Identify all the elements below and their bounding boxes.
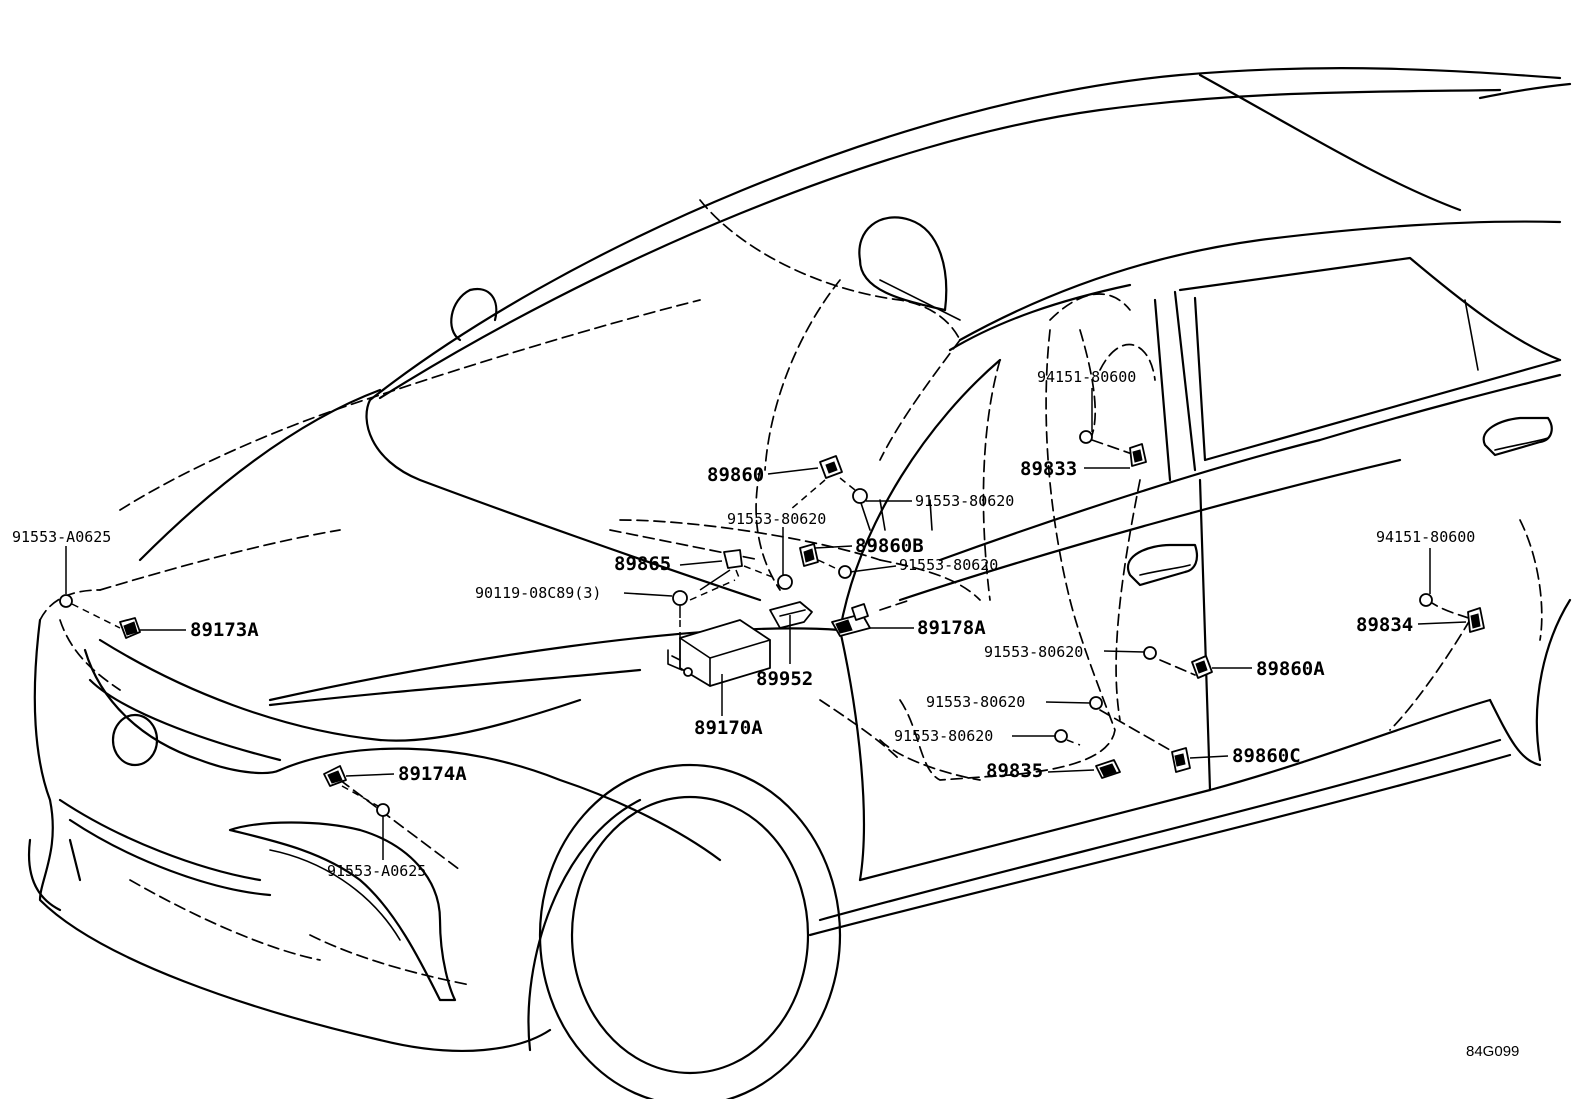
nut-icon <box>1419 593 1433 607</box>
label-94151-80600-a: 94151-80600 <box>1037 368 1136 386</box>
label-89174A: 89174A <box>398 763 467 785</box>
car-body-outline <box>27 67 1572 1099</box>
front-impact-sensor-89174A-icon <box>323 765 390 817</box>
label-91553-80620-center2: 91553-80620 <box>915 492 1014 510</box>
nut-icon <box>1079 430 1093 444</box>
label-89860A: 89860A <box>1256 658 1325 680</box>
diagram-reference-code: 84G099 <box>1466 1043 1519 1060</box>
label-89860B: 89860B <box>855 535 924 557</box>
airbag-ecu-89170A-icon <box>667 619 771 687</box>
label-94151-80600-b: 94151-80600 <box>1376 528 1475 546</box>
parts <box>59 430 1485 817</box>
label-91553-80620-right3: 91553-80620 <box>894 727 993 745</box>
sensor-89835-icon <box>1095 759 1121 779</box>
sensor-89860A-icon <box>1143 646 1213 679</box>
label-89170A: 89170A <box>694 717 763 739</box>
hidden-lines <box>39 199 1543 986</box>
label-89834: 89834 <box>1356 614 1413 636</box>
bolt-90119-icon <box>672 569 736 640</box>
sensor-89178A-icon <box>831 603 871 637</box>
label-91553-80620-right1: 91553-80620 <box>984 643 1083 661</box>
label-89835: 89835 <box>986 760 1043 782</box>
sensor-89860B-icon <box>799 543 852 579</box>
sensor-89833-icon <box>1129 443 1147 467</box>
bolt-icon <box>1089 696 1103 710</box>
label-89173A: 89173A <box>190 619 259 641</box>
sensor-89834-icon <box>1467 607 1485 633</box>
label-89860: 89860 <box>707 464 764 486</box>
sensor-89860-icon <box>789 455 868 511</box>
label-89178A: 89178A <box>917 617 986 639</box>
label-89860C: 89860C <box>1232 745 1301 767</box>
part-labels: 91553-A0625 89173A 90119-08C89(3) 89865 … <box>12 368 1475 880</box>
label-91553-A0625-left: 91553-A0625 <box>12 528 111 546</box>
bolt-icon <box>1054 729 1081 746</box>
label-91553-80620-center1: 91553-80620 <box>727 510 826 528</box>
sensor-89865-icon <box>723 549 793 590</box>
label-89865: 89865 <box>614 553 671 575</box>
label-90119-08C89: 90119-08C89(3) <box>475 584 601 602</box>
sensor-89860C-icon <box>1171 747 1191 773</box>
label-91553-80620-center3: 91553-80620 <box>899 556 998 574</box>
leader-lines <box>65 388 1467 860</box>
bolt-icon <box>59 594 121 629</box>
label-89952: 89952 <box>756 668 813 690</box>
label-91553-A0625-bottom: 91553-A0625 <box>327 862 426 880</box>
bracket-89952-icon <box>769 601 813 629</box>
label-91553-80620-right2: 91553-80620 <box>926 693 1025 711</box>
front-impact-sensor-89173A-icon <box>119 617 141 639</box>
label-89833: 89833 <box>1020 458 1077 480</box>
